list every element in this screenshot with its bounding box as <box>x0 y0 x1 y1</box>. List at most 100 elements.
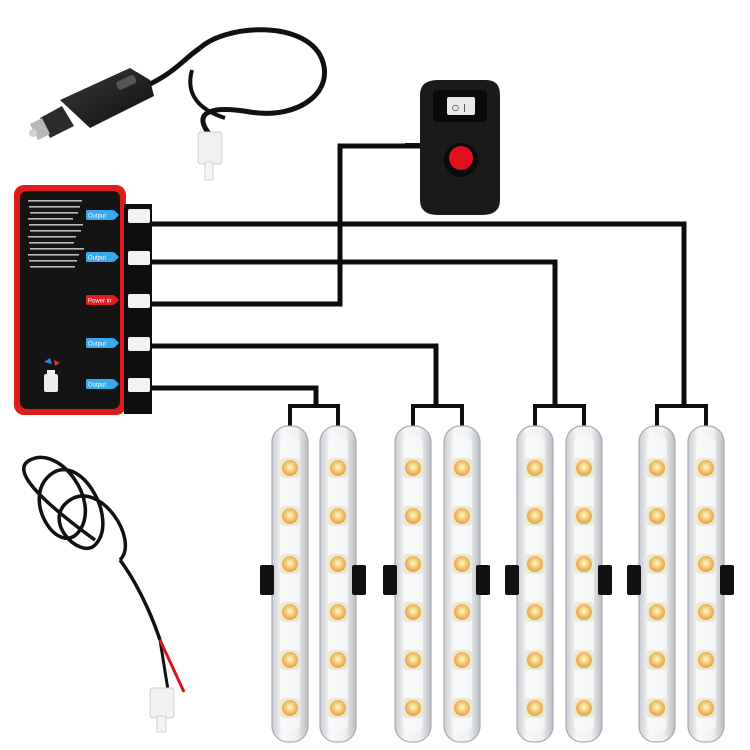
power-cable <box>22 455 186 733</box>
bar-connector-wire <box>411 404 464 426</box>
led-chip <box>698 460 714 476</box>
light-bar-pair <box>627 404 734 743</box>
led-chip <box>649 508 665 524</box>
light-bar-pair <box>260 404 366 743</box>
led-chip <box>330 700 346 716</box>
controller-fine-print <box>28 200 82 202</box>
controller-port-column <box>124 204 152 414</box>
led-chip <box>405 508 421 524</box>
led-chip <box>698 652 714 668</box>
bar-connector-wire <box>655 404 708 426</box>
led-chip <box>698 604 714 620</box>
led-chip <box>527 556 543 572</box>
led-chip <box>454 652 470 668</box>
led-light-bar <box>638 425 676 743</box>
mount-clip <box>627 565 641 595</box>
led-chip <box>330 652 346 668</box>
led-light-bar <box>394 425 432 743</box>
led-chip <box>454 604 470 620</box>
light-bar-pair <box>383 404 490 743</box>
controller-fine-print <box>29 224 83 226</box>
port-label-2: Power in <box>86 295 119 305</box>
controller-port <box>128 251 150 265</box>
svg-text:○: ○ <box>452 103 459 112</box>
led-chip <box>454 508 470 524</box>
controller-fine-print <box>30 230 81 232</box>
mount-clip <box>505 565 519 595</box>
wire-harness <box>152 143 687 406</box>
led-chip <box>330 508 346 524</box>
led-chip <box>576 700 592 716</box>
led-chip <box>282 652 298 668</box>
led-chip <box>698 700 714 716</box>
port-label-1: Output <box>86 252 119 262</box>
led-chip <box>282 604 298 620</box>
port-label-4: Output <box>86 379 119 389</box>
controller-port <box>128 337 150 351</box>
mount-clip <box>598 565 612 595</box>
controller-fine-print <box>30 248 84 250</box>
led-chip <box>527 700 543 716</box>
led-chip <box>698 556 714 572</box>
cigarette-lighter-plug <box>29 27 328 181</box>
svg-text:|: | <box>463 103 466 112</box>
light-bar-pair <box>505 404 612 743</box>
mount-clip <box>720 565 734 595</box>
port-label-text: Output <box>88 256 106 262</box>
led-chip <box>405 556 421 572</box>
led-chip <box>649 700 665 716</box>
port-label-0: Output <box>86 210 119 220</box>
led-chip <box>330 556 346 572</box>
led-chip <box>330 460 346 476</box>
controller-fine-print <box>30 212 78 214</box>
led-chip <box>405 652 421 668</box>
led-light-bar <box>687 425 725 743</box>
led-chip <box>576 556 592 572</box>
led-chip <box>527 460 543 476</box>
port-label-text: Output <box>88 342 106 348</box>
controller-fine-print <box>29 260 77 262</box>
controller-fine-print <box>29 206 80 208</box>
controller-fine-print <box>28 254 79 256</box>
light-bar-group <box>260 404 734 743</box>
controller-fine-print <box>29 242 74 244</box>
led-chip <box>527 508 543 524</box>
mount-clip <box>352 565 366 595</box>
controller-port <box>128 378 150 392</box>
led-chip <box>576 604 592 620</box>
led-chip <box>527 604 543 620</box>
led-chip <box>282 508 298 524</box>
led-light-bar <box>319 425 357 743</box>
led-chip <box>282 556 298 572</box>
mount-clip <box>383 565 397 595</box>
led-light-bar <box>443 425 481 743</box>
controller-port <box>128 294 150 308</box>
led-chip <box>282 700 298 716</box>
mount-clip <box>476 565 490 595</box>
led-chip <box>330 604 346 620</box>
led-light-bar <box>271 425 309 743</box>
led-chip <box>576 460 592 476</box>
port-label-3: Output <box>86 338 119 348</box>
led-chip <box>649 556 665 572</box>
led-chip <box>405 700 421 716</box>
led-light-bar <box>565 425 603 743</box>
led-chip <box>405 604 421 620</box>
led-chip <box>576 652 592 668</box>
controller-fine-print <box>28 236 76 238</box>
led-chip <box>649 652 665 668</box>
led-chip <box>576 508 592 524</box>
led-light-bar <box>516 425 554 743</box>
led-chip <box>454 460 470 476</box>
controller-port <box>128 209 150 223</box>
led-chip <box>405 460 421 476</box>
led-chip <box>649 604 665 620</box>
bar-connector-wire <box>288 404 340 426</box>
led-chip <box>454 700 470 716</box>
mount-clip <box>260 565 274 595</box>
port-label-text: Output <box>88 214 106 220</box>
led-chip <box>527 652 543 668</box>
led-chip <box>282 460 298 476</box>
controller-fine-print <box>30 266 75 268</box>
